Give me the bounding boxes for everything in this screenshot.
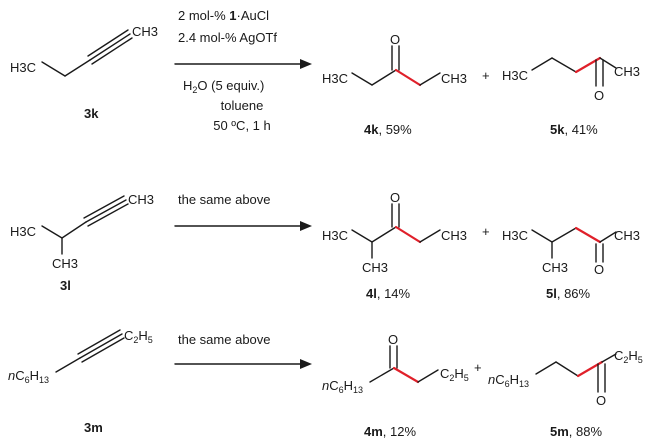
bond — [555, 361, 579, 377]
bond — [351, 229, 373, 243]
bond — [599, 231, 617, 243]
atom-label: H3C — [322, 228, 348, 243]
atom-label: H3C — [10, 224, 36, 239]
compound-id: 3l — [60, 278, 71, 293]
new-bond — [394, 225, 422, 244]
new-bond — [392, 366, 420, 384]
atom-label: CH3 — [614, 228, 640, 243]
bond — [369, 367, 395, 383]
bond — [419, 72, 441, 86]
product-5l: H3C CH3 O CH3 5l, 86% — [502, 226, 640, 301]
arrow-head — [300, 359, 312, 369]
bond — [41, 61, 66, 77]
triple-bond — [87, 29, 133, 65]
plus-sign: + — [482, 224, 490, 239]
compound-label: 5m, 88% — [550, 424, 602, 439]
row-3m: nC6H13 C2H5 3m the same above nC6H13 O C — [8, 328, 643, 439]
atom-label: CH3 — [52, 256, 78, 271]
reaction-conditions: the same above — [174, 192, 312, 231]
atom-label: CH3 — [128, 192, 154, 207]
new-bond — [574, 226, 602, 244]
condition-line: H2O (5 equiv.) — [183, 78, 264, 95]
product-4m: nC6H13 O C2H5 4m, 12% — [322, 332, 469, 439]
bond — [41, 225, 63, 239]
condition-line: 2.4 mol-% AgOTf — [178, 30, 277, 45]
triple-bond — [83, 195, 129, 227]
bond — [599, 57, 617, 69]
atom-label: H3C — [502, 228, 528, 243]
bond — [601, 353, 617, 363]
new-bond — [394, 68, 422, 87]
compound-id: 3m — [84, 420, 103, 435]
atom-label: CH3 — [441, 71, 467, 86]
atom-label: CH3 — [542, 260, 568, 275]
atom-label: H3C — [10, 60, 36, 75]
atom-label: CH3 — [132, 24, 158, 39]
bond — [419, 229, 441, 243]
arrow-head — [300, 221, 312, 231]
product-5m: nC6H13 O C2H5 5m, 88% — [488, 348, 643, 439]
atom-label: CH3 — [362, 260, 388, 275]
condition-line: toluene — [221, 98, 264, 113]
oxygen-label: O — [596, 393, 606, 408]
reaction-conditions: the same above — [174, 332, 312, 369]
substrate-3l: H3C CH3 CH3 3l — [10, 192, 154, 293]
row-3k: H3C CH3 3k 2 mol-% 1·AuCl 2.4 mol-% AgOT… — [10, 8, 640, 137]
substrate-3m: nC6H13 C2H5 3m — [8, 328, 153, 435]
row-3l: H3C CH3 CH3 3l the same above H3C CH3 — [10, 190, 640, 301]
condition-line: 2 mol-% 1·AuCl — [178, 8, 269, 23]
compound-label: 5k, 41% — [550, 122, 598, 137]
bond — [531, 57, 553, 71]
compound-id: 3k — [84, 106, 99, 121]
bond — [371, 69, 397, 86]
bond — [371, 226, 397, 243]
bond — [55, 357, 81, 373]
triple-bond — [77, 329, 125, 363]
atom-label: C2H5 — [440, 366, 469, 383]
reaction-conditions: 2 mol-% 1·AuCl 2.4 mol-% AgOTf H2O (5 eq… — [174, 8, 312, 133]
bond — [551, 227, 577, 243]
compound-label: 4m, 12% — [364, 424, 416, 439]
atom-label: CH3 — [441, 228, 467, 243]
oxygen-label: O — [390, 190, 400, 205]
bond — [64, 59, 91, 77]
atom-label: H3C — [502, 68, 528, 83]
atom-label: nC6H13 — [8, 368, 49, 385]
compound-label: 5l, 86% — [546, 286, 591, 301]
condition-line: the same above — [178, 192, 271, 207]
bond — [417, 369, 439, 383]
product-4k: H3C O CH3 4k, 59% — [322, 32, 467, 137]
atom-label: C2H5 — [614, 348, 643, 365]
arrow-head — [300, 59, 312, 69]
atom-label: nC6H13 — [488, 372, 529, 389]
bond — [351, 72, 373, 86]
bond — [551, 57, 577, 73]
bond — [61, 221, 87, 239]
atom-label: nC6H13 — [322, 378, 363, 395]
compound-label: 4l, 14% — [366, 286, 411, 301]
oxygen-label: O — [388, 332, 398, 347]
condition-line: 50 ºC, 1 h — [213, 118, 271, 133]
bond — [535, 361, 557, 375]
bond — [531, 229, 553, 243]
condition-line: the same above — [178, 332, 271, 347]
oxygen-label: O — [594, 262, 604, 277]
product-5k: H3C O CH3 5k, 41% — [502, 56, 640, 137]
compound-label: 4k, 59% — [364, 122, 412, 137]
plus-sign: + — [482, 68, 490, 83]
atom-label: C2H5 — [124, 328, 153, 345]
oxygen-label: O — [390, 32, 400, 47]
substrate-3k: H3C CH3 3k — [10, 24, 158, 121]
product-4l: H3C CH3 O CH3 4l, 14% — [322, 190, 467, 301]
atom-label: H3C — [322, 71, 348, 86]
oxygen-label: O — [594, 88, 604, 103]
atom-label: CH3 — [614, 64, 640, 79]
plus-sign: + — [474, 360, 482, 375]
